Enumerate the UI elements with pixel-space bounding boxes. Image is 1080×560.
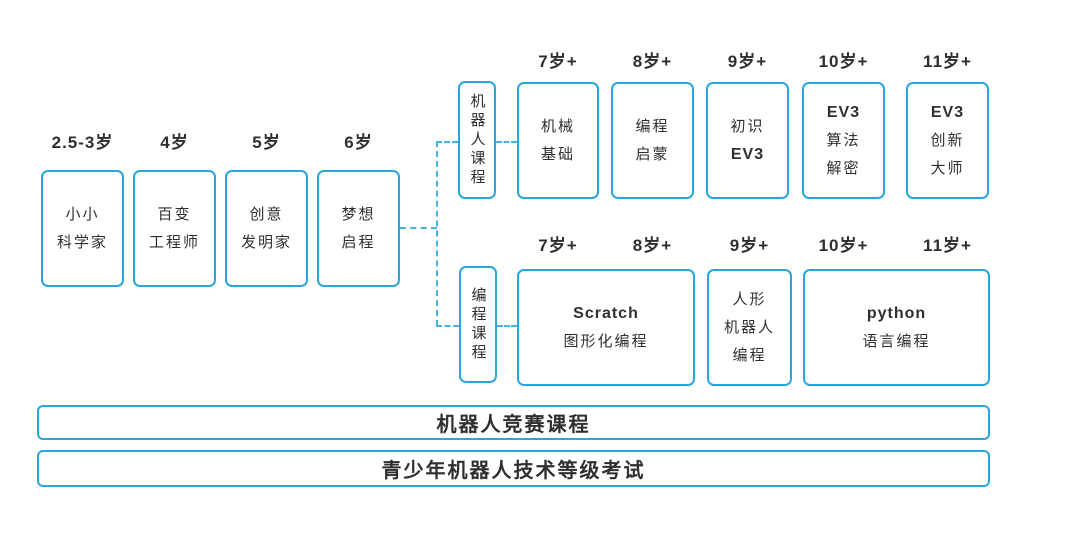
- course-box-ev3-algorithm: EV3 算法 解密: [802, 82, 885, 199]
- course-line: EV3: [730, 145, 765, 163]
- stage-box-little-scientist: 小小 科学家: [41, 170, 124, 287]
- course-line: 算法: [826, 131, 861, 149]
- course-line: 编程: [732, 346, 767, 364]
- course-box-programming-enlightenment: 编程 启蒙: [611, 82, 694, 199]
- age-label: 7岁+: [538, 236, 578, 255]
- age-label: 7岁+: [538, 52, 578, 71]
- stage-line: 工程师: [148, 233, 200, 251]
- course-box-intro-ev3: 初识 EV3: [706, 82, 789, 199]
- connector-robot-out: [496, 141, 517, 143]
- stage-line: 创意: [249, 205, 284, 223]
- course-line: python: [866, 304, 927, 322]
- course-line: EV3: [826, 103, 861, 121]
- course-line: 初识: [730, 117, 765, 135]
- stage-box-versatile-engineer: 百变 工程师: [133, 170, 216, 287]
- age-label: 9岁+: [729, 236, 770, 255]
- course-line: 人形: [732, 290, 767, 308]
- course-line: 启蒙: [635, 145, 670, 163]
- course-box-scratch: Scratch 图形化编程: [517, 269, 695, 386]
- age-label: 11岁+: [923, 236, 972, 255]
- connector-coding-in: [436, 325, 459, 327]
- stage-line: 发明家: [240, 233, 292, 251]
- robot-track-label: 机器人课程: [468, 92, 486, 188]
- age-label: 8岁+: [632, 236, 673, 255]
- age-label: 5岁: [252, 133, 281, 152]
- course-line: 大师: [930, 159, 965, 177]
- banner-robot-level-exam: 青少年机器人技术等级考试: [37, 450, 990, 487]
- age-label: 4岁: [160, 133, 189, 152]
- coding-track-label-box: 编程课程: [459, 266, 497, 383]
- course-line: EV3: [930, 103, 965, 121]
- age-label: 10岁+: [818, 236, 869, 255]
- connector-stem: [400, 227, 437, 229]
- age-label: 9岁+: [727, 52, 768, 71]
- connector-coding-out: [497, 325, 517, 327]
- course-box-mechanical-basics: 机械 基础: [517, 82, 599, 199]
- stage-line: 梦想: [341, 205, 376, 223]
- banner-label: 青少年机器人技术等级考试: [381, 460, 646, 482]
- age-label: 8岁+: [632, 52, 673, 71]
- course-line: 语言编程: [862, 332, 931, 350]
- course-line: 机械: [540, 117, 575, 135]
- stage-line: 小小: [65, 205, 100, 223]
- stage-line: 启程: [341, 233, 376, 251]
- connector-robot-in: [436, 141, 458, 143]
- stage-box-dream-start: 梦想 启程: [317, 170, 400, 287]
- course-line: 创新: [930, 131, 965, 149]
- stage-line: 科学家: [56, 233, 108, 251]
- course-line: 图形化编程: [563, 332, 649, 350]
- age-label: 11岁+: [923, 52, 972, 71]
- age-label: 10岁+: [818, 52, 869, 71]
- robot-track-label-box: 机器人课程: [458, 81, 496, 199]
- age-label: 6岁: [344, 133, 373, 152]
- coding-track-label: 编程课程: [469, 286, 487, 363]
- banner-label: 机器人竞赛课程: [436, 414, 591, 436]
- connector-vertical: [436, 141, 438, 326]
- course-line: 基础: [540, 145, 575, 163]
- course-line: Scratch: [573, 304, 639, 322]
- course-line: 编程: [635, 117, 670, 135]
- stage-box-creative-inventor: 创意 发明家: [225, 170, 308, 287]
- course-box-ev3-master: EV3 创新 大师: [906, 82, 989, 199]
- course-box-python: python 语言编程: [803, 269, 990, 386]
- course-line: 解密: [826, 159, 861, 177]
- course-line: 机器人: [723, 318, 775, 336]
- banner-robot-competition: 机器人竞赛课程: [37, 405, 990, 440]
- course-box-humanoid-robot: 人形 机器人 编程: [707, 269, 792, 386]
- stage-line: 百变: [157, 205, 192, 223]
- age-label: 2.5-3岁: [51, 133, 114, 152]
